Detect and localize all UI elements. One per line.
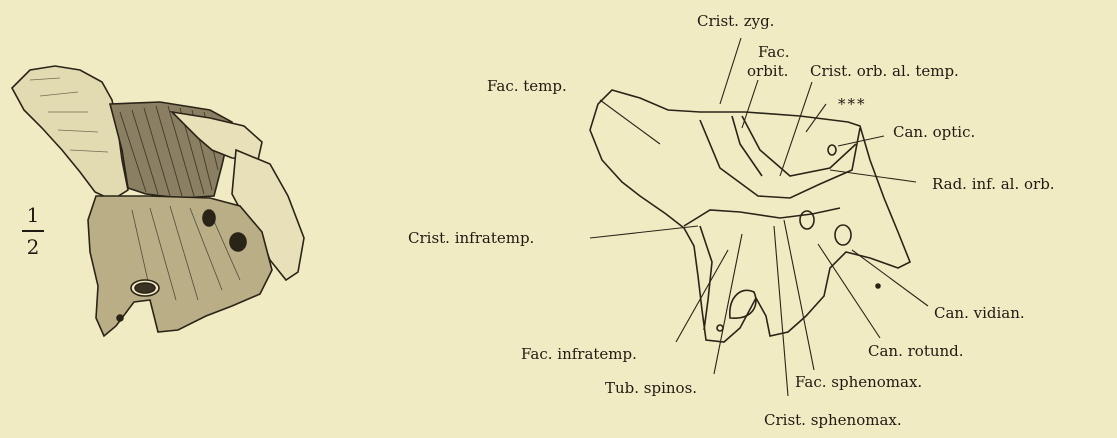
label-crist-zyg: Crist. zyg. <box>697 13 774 29</box>
label-asterisks: *** <box>838 96 867 112</box>
label-fac-orbit-line2: orbit. <box>747 63 788 79</box>
outline-foramen-lower <box>835 225 851 245</box>
scale-numerator: 1 <box>27 203 40 227</box>
bone-specimen-drawing <box>12 66 304 336</box>
label-crist-infratemp: Crist. infratemp. <box>408 230 534 246</box>
label-tub-spinos: Tub. spinos. <box>605 380 697 396</box>
label-rad-inf-al-orb: Rad. inf. al. orb. <box>932 176 1055 192</box>
scale-fraction: 1 2 <box>18 204 48 258</box>
label-crist-orb-al-temp: Crist. orb. al. temp. <box>810 63 959 79</box>
label-can-optic: Can. optic. <box>893 124 975 140</box>
label-fac-orbit-line1: Fac. <box>758 44 790 60</box>
outline-foramen-small <box>828 145 836 155</box>
outline-foramen-upper <box>800 211 814 229</box>
label-can-vidian: Can. vidian. <box>934 305 1025 321</box>
scale-denominator: 2 <box>27 235 40 259</box>
label-fac-infratemp: Fac. infratemp. <box>521 346 637 362</box>
label-can-rotund: Can. rotund. <box>868 343 964 359</box>
label-fac-sphenomax: Fac. sphenomax. <box>795 374 922 390</box>
label-crist-sphenomax: Crist. sphenomax. <box>764 412 902 428</box>
outline-orbital-face <box>700 120 860 198</box>
label-fac-temp: Fac. temp. <box>487 78 567 94</box>
fraction-bar <box>22 230 44 232</box>
